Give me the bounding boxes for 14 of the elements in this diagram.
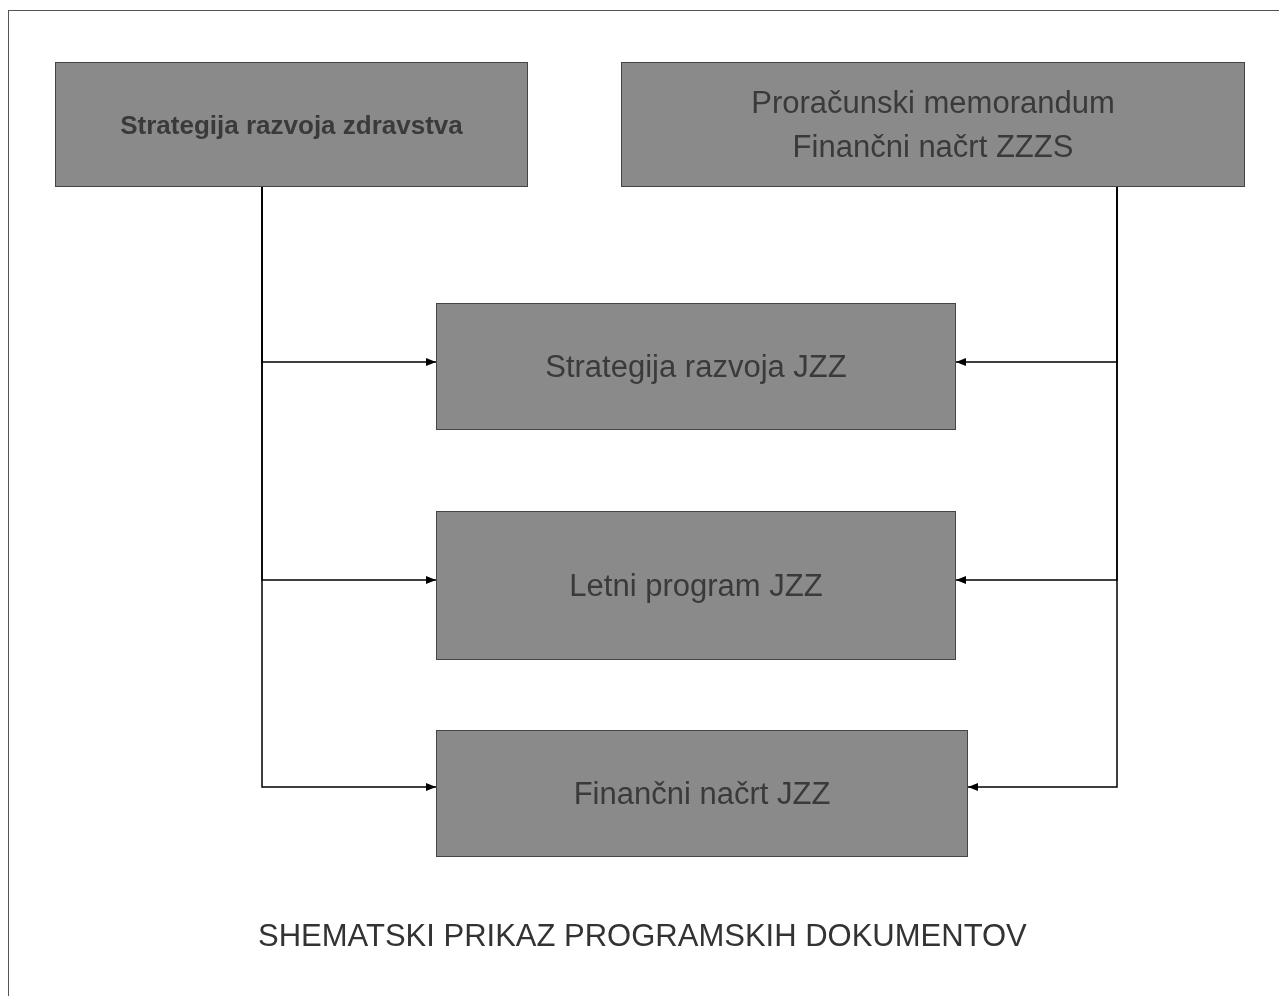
connector-arrow [261,186,437,791]
connector-arrow [967,186,1118,791]
process-box [436,511,956,660]
box-label: Finančni načrt JZZ [573,774,831,813]
box-label: Proračunski memorandum [751,83,1115,122]
caption: SHEMATSKI PRIKAZ PROGRAMSKIH DOKUMENTOV [258,917,1027,955]
box-label: Strategija razvoja JZZ [545,347,847,386]
process-box [55,62,528,187]
box-label: Strategija razvoja zdravstva [120,108,463,142]
process-box [436,303,956,430]
box-label: Letni program JZZ [569,566,823,605]
process-box [621,62,1245,187]
process-box [436,730,968,857]
box-label: Finančni načrt ZZZS [792,127,1074,166]
